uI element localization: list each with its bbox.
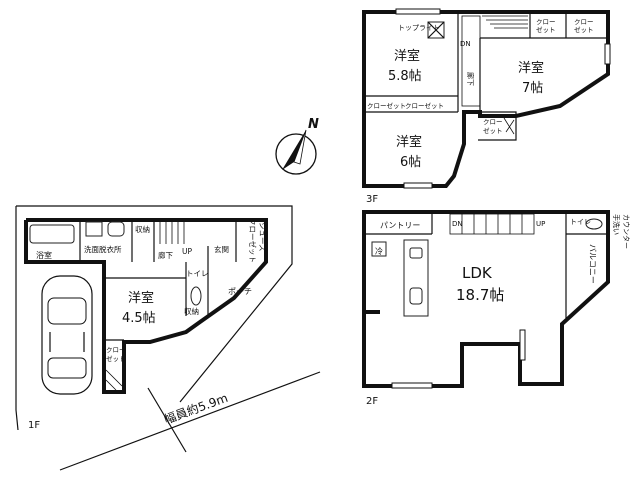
road-boundary — [59, 371, 321, 471]
3f-room2-size: 7帖 — [522, 81, 543, 96]
3f-hallway-label: 廊下 — [466, 72, 475, 86]
1f-closet-label-1: クロー — [106, 346, 126, 354]
1f-bedroom-name: 洋室 — [128, 290, 154, 306]
road-width-line — [147, 387, 187, 453]
2f-partitions — [364, 212, 608, 318]
site-boundary-right — [16, 205, 293, 403]
1f-stairs — [159, 222, 185, 244]
2f-up-label: UP — [536, 220, 545, 228]
1f-floor-label: 1F — [28, 420, 40, 431]
3f-closet-a-label-1: クロー — [536, 18, 556, 26]
2f-window-bottom — [391, 382, 433, 389]
1f-road-width-label: 幅員約5.9m — [162, 390, 230, 427]
2f-balcony-label: バルコニー — [588, 244, 597, 284]
washbasin-icon — [107, 221, 125, 237]
1f-bath-label: 浴室 — [36, 250, 52, 260]
3f-closet-c-label: クローゼット — [367, 101, 406, 110]
1f-shoe-closet-label-2: クローゼット — [248, 218, 258, 263]
2f-ldk-name: LDK — [462, 264, 493, 282]
compass: N — [275, 117, 319, 175]
3f-toplight-label: トップライト — [398, 24, 440, 32]
3f-window-top — [395, 8, 441, 15]
1f-toilet-label: トイレ — [186, 269, 209, 278]
1f-up-label: UP — [182, 247, 192, 256]
compass-circle — [275, 133, 317, 175]
2f-ref-label: 冷 — [375, 246, 383, 256]
washing-machine-icon — [85, 221, 103, 237]
3f-closet-d-label: クローゼット — [405, 101, 444, 110]
toilet-icon — [190, 286, 202, 306]
3f-closet-a-label-2: ゼット — [536, 25, 556, 34]
2f-toilet-label: トイレ — [570, 218, 591, 226]
3f-dn-label: DN — [460, 40, 471, 48]
2f-pantry-label: パントリー — [380, 221, 420, 230]
toplight-cross — [427, 21, 445, 39]
3f-room1-name: 洋室 — [394, 48, 420, 64]
3f-closet-e-label-1: クロー — [483, 118, 503, 126]
3f-window-bottom — [403, 182, 433, 189]
compass-needle-icon — [282, 130, 306, 170]
2f-floor-label: 2F — [366, 396, 378, 407]
3f-room1-size: 5.8帖 — [388, 69, 422, 84]
1f-bedroom-storage-label: 収納 — [184, 306, 199, 316]
2f-window-right — [519, 329, 526, 361]
2f-handwash-label-1: 手洗い — [612, 214, 621, 235]
1f-hallway-label: 廊下 — [158, 250, 173, 260]
1f-entrance-label: 玄関 — [214, 244, 229, 254]
compass-needle-outline — [293, 129, 307, 165]
1f-closet-label-2: ゼット — [106, 354, 126, 363]
1f-washroom-label: 洗面脱衣所 — [84, 244, 122, 254]
3f-closet-b-label-2: ゼット — [574, 25, 594, 34]
3f-hatch — [503, 117, 515, 135]
1f-inner-walls — [24, 220, 106, 278]
fridge-icon — [371, 241, 387, 257]
3f-floor-label: 3F — [366, 194, 378, 205]
3f-room3-size: 6帖 — [400, 155, 421, 170]
2f-stairs — [449, 213, 535, 235]
compass-north-label: N — [308, 117, 319, 132]
2f-toilet-icon — [585, 218, 603, 230]
floor-3f: トップライト DN 廊下 クロー ゼット クロー ゼット 洋室 5.8帖 洋室 … — [362, 8, 611, 205]
3f-closet-e-label-2: ゼット — [483, 126, 503, 135]
1f-partitions — [79, 220, 237, 341]
sink-icon — [409, 287, 423, 305]
1f-porch-label: ポーチ — [228, 287, 252, 296]
car-icon — [41, 275, 93, 395]
stove-icon — [409, 247, 423, 259]
1f-walls — [26, 218, 268, 394]
site-boundary — [15, 206, 19, 431]
floor-2f: パントリー 冷 DN UP トイレ 手洗い カウンター バルコニー LDK 18… — [362, 210, 631, 407]
3f-stairs — [461, 15, 528, 107]
bathtub-icon — [29, 224, 75, 244]
1f-shoe-closet-label-1: シューズ — [258, 222, 268, 252]
1f-storage-label: 収納 — [135, 224, 150, 234]
3f-window-right — [604, 43, 611, 65]
floor-1f: 浴室 洗面脱衣所 収納 UP 廊下 玄関 シューズ クローゼット トイレ 収納 … — [15, 205, 321, 471]
3f-room3-name: 洋室 — [396, 134, 422, 150]
1f-bedroom-size: 4.5帖 — [122, 311, 156, 326]
2f-dn-label: DN — [452, 220, 463, 228]
2f-handwash-label-2: カウンター — [622, 214, 631, 249]
closet-hatch — [105, 369, 123, 391]
3f-closet-b-label-1: クロー — [574, 18, 594, 26]
2f-ldk-size: 18.7帖 — [456, 286, 504, 304]
3f-room2-name: 洋室 — [518, 60, 544, 76]
